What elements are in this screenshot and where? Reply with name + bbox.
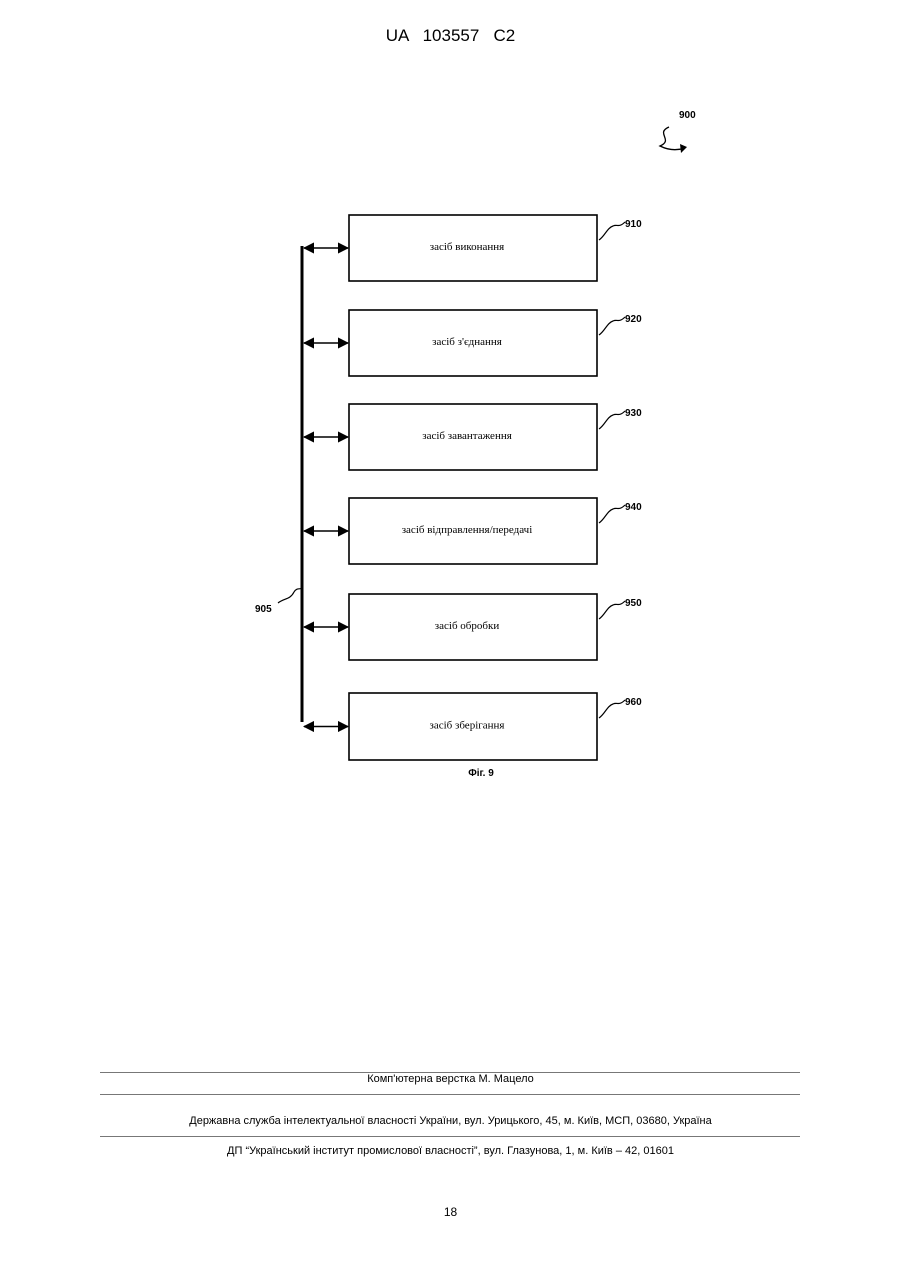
module-box-910: засіб виконання 910 — [304, 215, 642, 281]
module-box-920: засіб з'єднання 920 — [304, 310, 642, 376]
ref-leader-line — [599, 700, 625, 718]
box-label: засіб зберігання — [430, 720, 505, 732]
page-number: 18 — [0, 1205, 901, 1219]
footer-institute: ДП “Український інститут промислової вла… — [0, 1145, 901, 1157]
module-box-940: засіб відправлення/передачі 940 — [304, 498, 642, 564]
footer-typesetting: Комп'ютерна верстка М. Мацело — [0, 1073, 901, 1085]
box-label: засіб обробки — [435, 620, 500, 632]
ref-leader-line — [599, 505, 625, 523]
ref-number-label: 920 — [625, 314, 642, 325]
footer-agency: Державна служба інтелектуальної власност… — [0, 1115, 901, 1127]
ref-leader-line — [599, 411, 625, 429]
box-label: засіб виконання — [430, 241, 504, 253]
ref-leader-line — [599, 222, 625, 240]
ref-number-label: 930 — [625, 408, 642, 419]
ref-905-leader — [278, 588, 302, 603]
ref-900-arrowhead — [680, 144, 687, 153]
figure-caption: Фіг. 9 — [468, 768, 494, 779]
ref-number-label: 950 — [625, 598, 642, 609]
footer-rule-middle — [100, 1094, 800, 1095]
box-label: засіб завантаження — [422, 430, 512, 442]
ref-number-label: 940 — [625, 502, 642, 513]
ref-number-label: 910 — [625, 219, 642, 230]
footer-rule-bottom — [100, 1136, 800, 1137]
ref-900-label: 900 — [679, 110, 696, 121]
module-boxes: засіб виконання910засіб з'єднання920засі… — [304, 215, 642, 760]
ref-number-label: 960 — [625, 697, 642, 708]
ref-leader-line — [599, 317, 625, 335]
module-box-950: засіб обробки 950 — [304, 594, 642, 660]
ref-leader-line — [599, 601, 625, 619]
ref-905-label: 905 — [255, 604, 272, 615]
module-box-930: засіб завантаження 930 — [304, 404, 642, 470]
module-box-960: засіб зберігання 960 — [304, 693, 642, 760]
box-label: засіб відправлення/передачі — [402, 524, 533, 536]
box-label: засіб з'єднання — [432, 336, 502, 348]
